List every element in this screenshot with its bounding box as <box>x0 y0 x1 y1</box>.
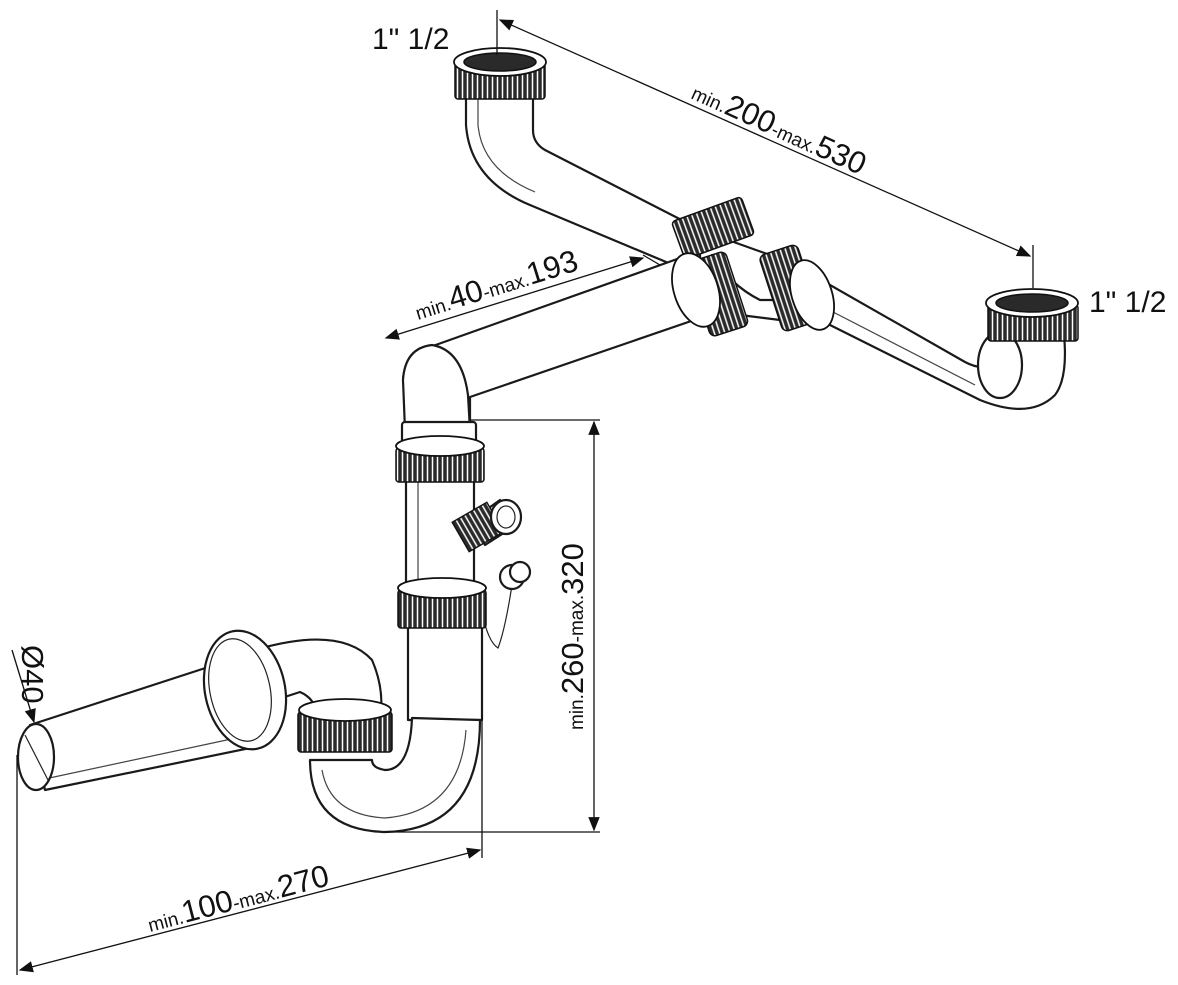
dimension-max-value: 193 <box>522 243 582 292</box>
svg-text:min.200-max.530: min.200-max.530 <box>687 73 872 182</box>
dimension-overflow-pipe: min.200-max.530 <box>496 10 1034 288</box>
nut-tee-left <box>671 251 749 337</box>
nut-left-inlet <box>453 47 547 100</box>
wall-rosette <box>202 629 288 751</box>
nut-standpipe-lower <box>397 577 487 629</box>
dimension-min-prefix: min. <box>146 907 186 936</box>
dimension-max-prefix: -max. <box>480 270 532 304</box>
nut-standpipe-upper <box>395 435 485 483</box>
dimension-min-prefix: min. <box>567 694 588 730</box>
svg-text:min.100-max.270: min.100-max.270 <box>143 858 333 939</box>
dimension-max-prefix: -max. <box>567 595 588 643</box>
connector-cap <box>477 560 532 649</box>
dimension-trap-height: min.260-max.320 <box>385 419 600 833</box>
nut-trap <box>297 698 393 753</box>
connection-size-left: 1" 1/2 <box>372 23 449 56</box>
outlet-diameter-label: Ø40 <box>15 645 50 704</box>
dimension-max-value: 320 <box>555 543 590 595</box>
svg-text:min.260-max.320: min.260-max.320 <box>555 543 590 730</box>
dimension-max-prefix: -max. <box>231 882 282 914</box>
dimension-min-value: 100 <box>178 883 237 930</box>
u-trap <box>308 716 482 834</box>
dimension-max-value: 530 <box>810 128 872 181</box>
nut-tee-right <box>759 244 835 332</box>
dimension-max-prefix: -max. <box>768 120 820 159</box>
dimension-min-value: 260 <box>555 642 590 694</box>
hose-connector <box>451 498 523 553</box>
dimension-branch-pipe: min.40-max.193 <box>384 243 661 340</box>
vertical-standpipe <box>400 420 484 722</box>
nut-right-inlet <box>985 288 1079 342</box>
dimension-min-prefix: min. <box>413 294 454 325</box>
dimension-outlet-diameter: Ø40 <box>11 645 50 724</box>
connection-size-right: 1" 1/2 <box>1089 286 1166 319</box>
overflow-pipe-left <box>464 86 707 274</box>
dimension-max-value: 270 <box>274 858 333 905</box>
